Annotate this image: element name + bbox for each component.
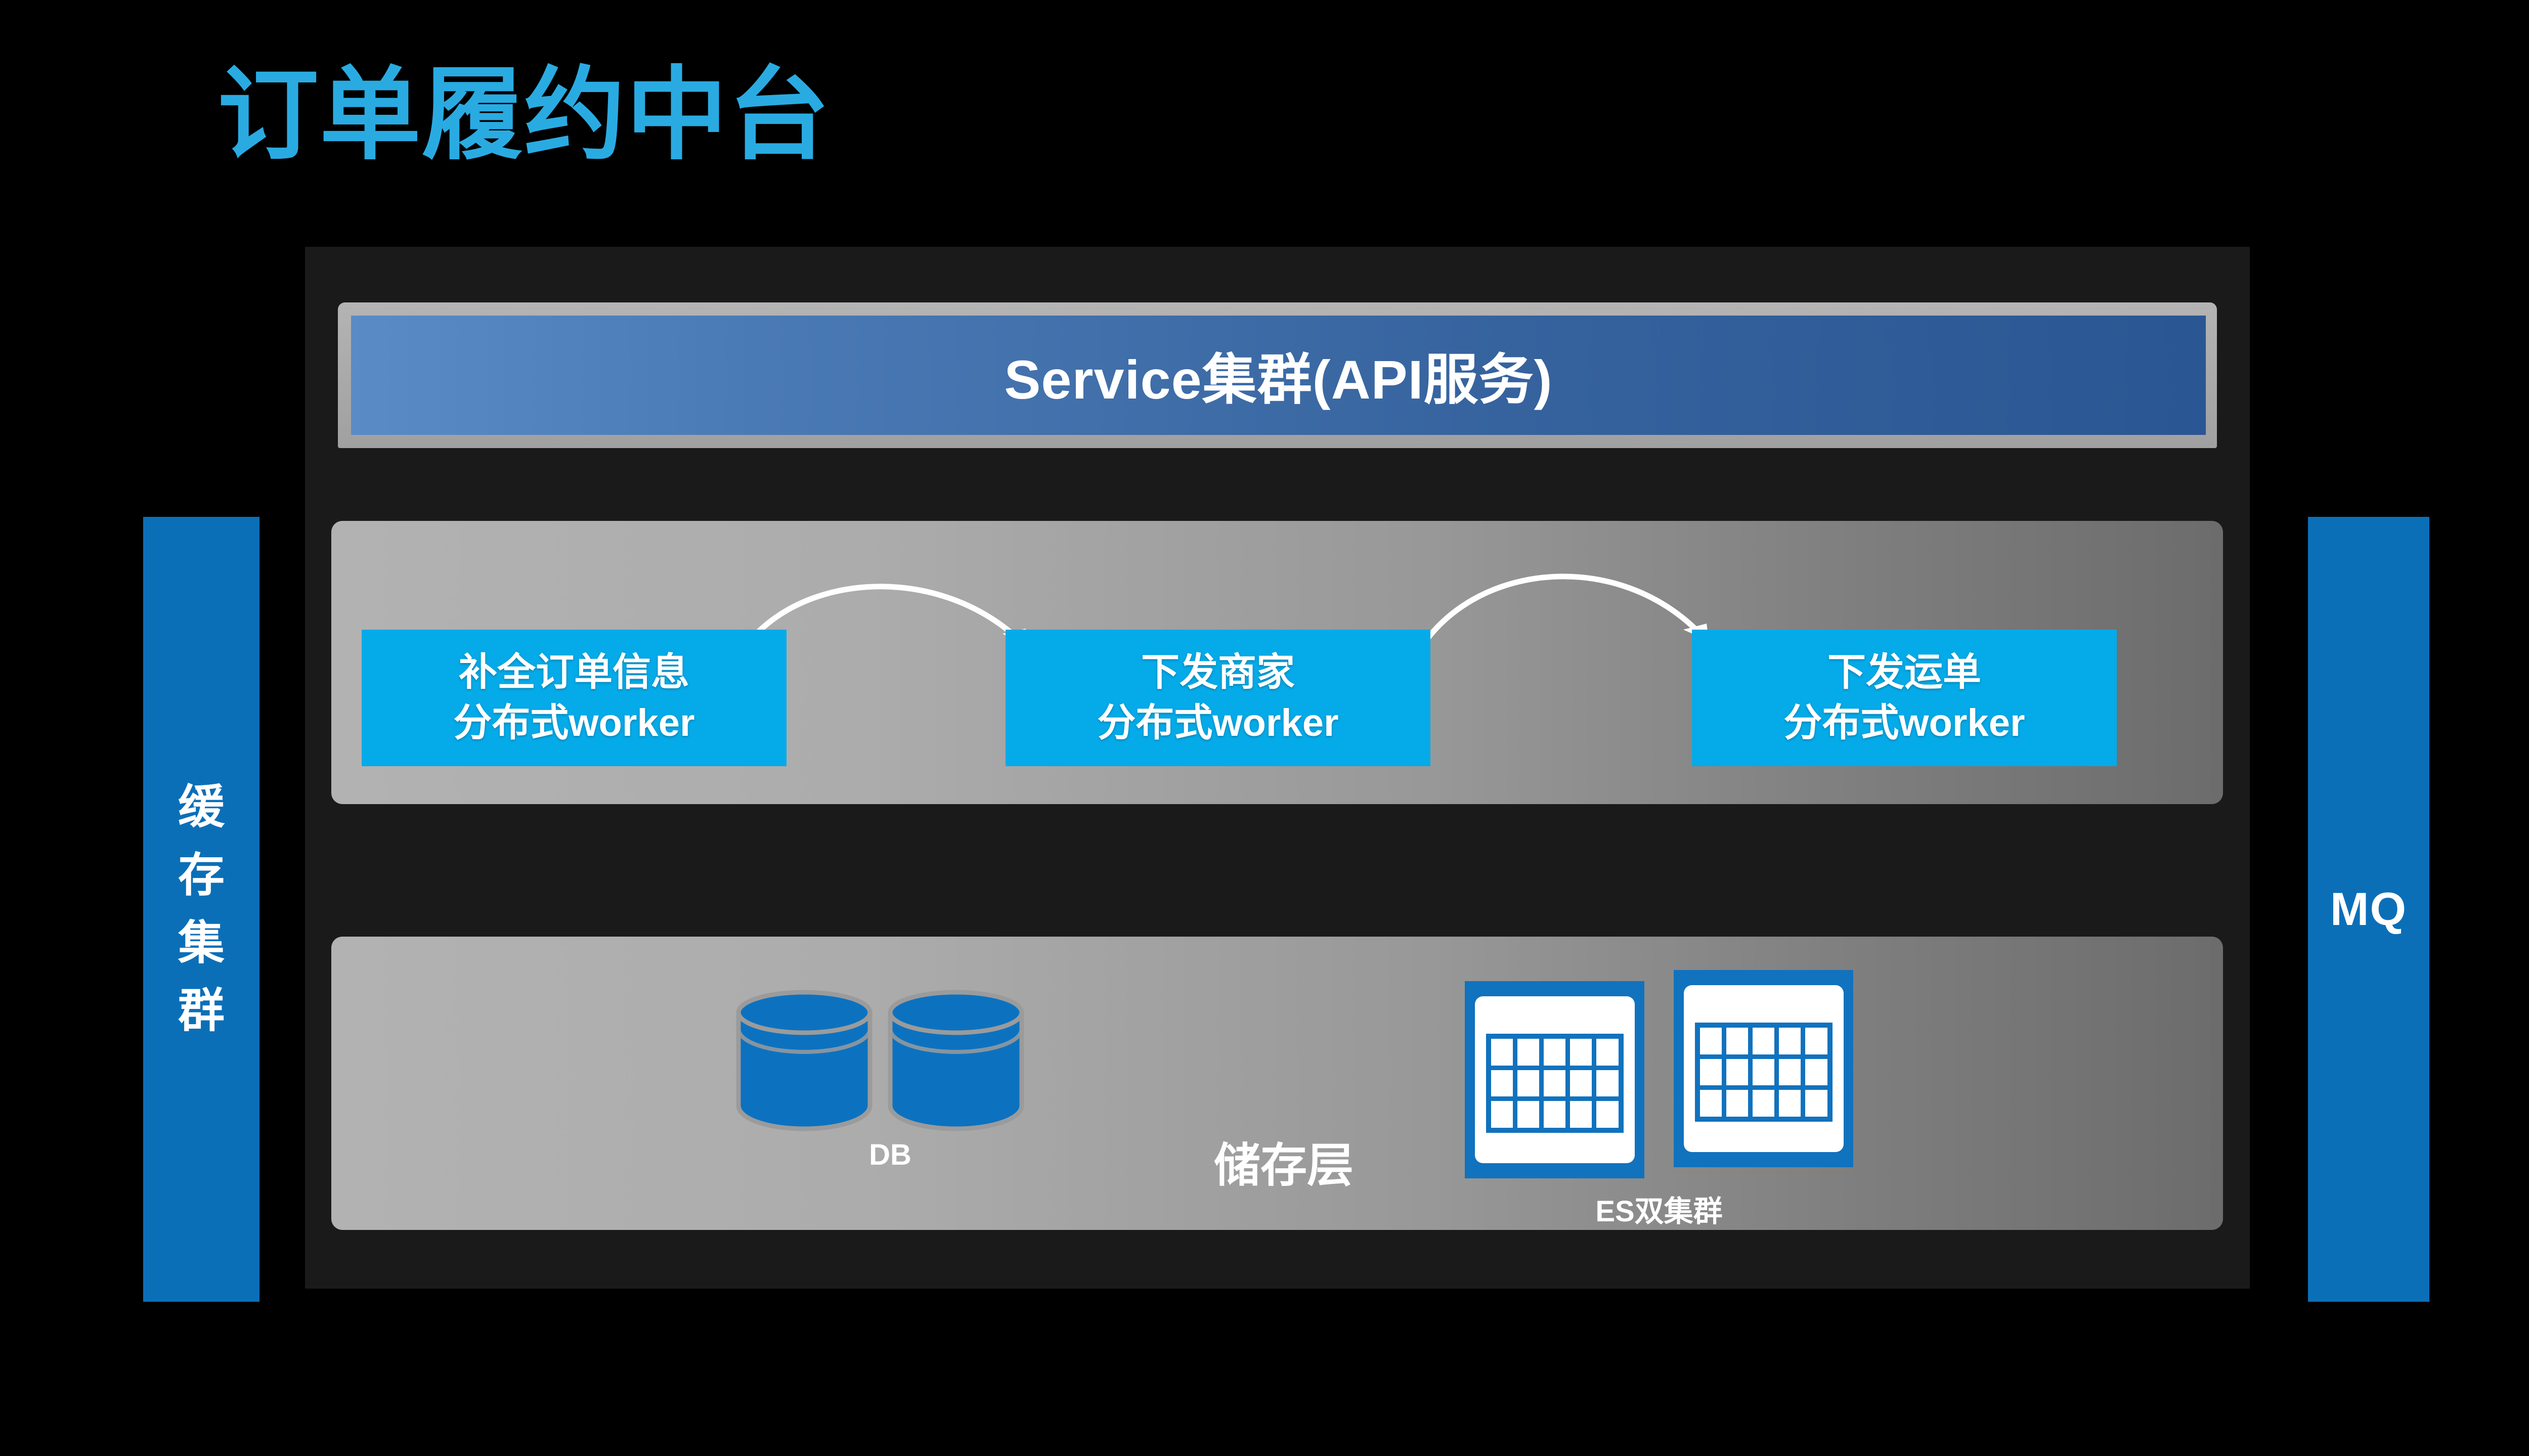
storage-layer-band <box>331 937 2223 1230</box>
service-cluster-label: Service集群(API服务) <box>1004 349 1553 410</box>
worker-box-waybill-dispatch[interactable]: 下发运单 分布式worker <box>1692 630 2117 766</box>
database-cylinder-icon <box>736 990 1024 1131</box>
service-cluster-bar: Service集群(API服务) <box>351 316 2206 435</box>
worker-subtitle-line: 分布式worker <box>1097 701 1339 744</box>
worker-box-merchant-dispatch[interactable]: 下发商家 分布式worker <box>1006 630 1430 766</box>
service-layer-frame: Service集群(API服务) <box>338 302 2217 448</box>
storage-layer-title: 储存层 <box>1214 1140 1354 1192</box>
cache-cluster-column: 缓 存 集 群 <box>143 517 259 1302</box>
worker-subtitle-line: 分布式worker <box>453 701 695 744</box>
es-rack-icon <box>1465 981 1644 1178</box>
db-label: DB <box>869 1138 911 1171</box>
es-cluster-label: ES双集群 <box>1595 1195 1723 1228</box>
es-cluster-icons <box>1457 970 1861 1178</box>
db-cylinders-icon <box>728 986 1052 1133</box>
cache-cluster-label: 缓 存 集 群 <box>178 781 225 1037</box>
db-group[interactable]: DB <box>728 986 1052 1199</box>
worker-box-order-completion[interactable]: 补全订单信息 分布式worker <box>362 630 787 766</box>
page-title: 订单履约中台 <box>217 59 831 171</box>
worker-title-line: 补全订单信息 <box>459 650 689 694</box>
worker-subtitle-line: 分布式worker <box>1783 701 2025 744</box>
mq-label: MQ <box>2330 883 2408 935</box>
worker-title-line: 下发商家 <box>1141 650 1295 694</box>
es-rack-icon <box>1674 970 1853 1167</box>
es-cluster-group[interactable]: ES双集群 <box>1457 970 1861 1228</box>
mq-column: MQ <box>2308 517 2429 1302</box>
worker-title-line: 下发运单 <box>1827 650 1981 694</box>
